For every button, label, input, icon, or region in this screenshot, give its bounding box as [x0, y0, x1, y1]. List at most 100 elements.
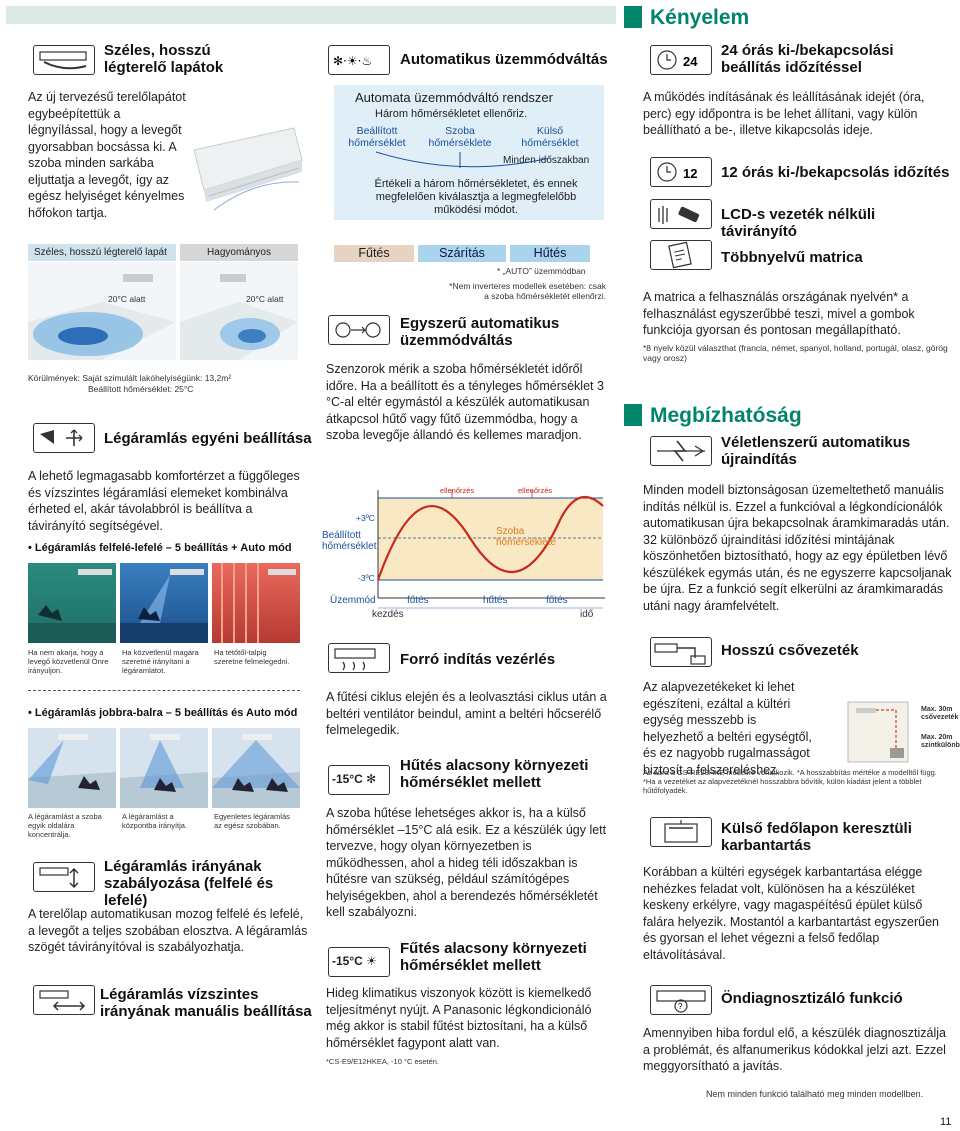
pipe-max30: Max. 30m csővezeték — [921, 706, 959, 721]
manual-horizontal-title: Légáramlás vízszintes irányának manuális… — [100, 986, 312, 1020]
sticker-icon — [650, 240, 712, 270]
low-heat-body: Hideg klimatikus viszonyok között is kie… — [326, 986, 592, 1050]
leftright-caption-1: A légáramlást a szoba egyik oldalára kon… — [28, 812, 102, 839]
timer-24-icon: 24 — [650, 45, 712, 75]
updown-caption-3: Ha tetőtől-talpig szeretne felmelegedni. — [214, 648, 290, 666]
updown-photo-1 — [28, 563, 116, 643]
low-temp-heat-icon: -15°C ☀ — [328, 947, 390, 977]
mode-dry: Szárítás — [418, 245, 506, 262]
svg-text:?: ? — [678, 1002, 683, 1011]
graph-plus3: +3ºC — [356, 513, 375, 523]
low-heat-title: Fűtés alacsony környezeti hőmérséklet me… — [400, 940, 587, 974]
room-temp-label: Szoba hőmérséklete — [428, 125, 492, 149]
comfort-marker — [624, 6, 642, 28]
leftright-photo-3 — [212, 728, 300, 808]
sticker-title: Többnyelvű matrica — [721, 249, 863, 266]
mode-cool: Hűtés — [510, 245, 590, 262]
reliability-marker — [624, 404, 642, 426]
updown-photo-3 — [212, 563, 300, 643]
updown-photo-2 — [120, 563, 208, 643]
updown-caption-1: Ha nem akarja, hogy a levegő közvetlenül… — [28, 648, 109, 675]
self-diagnosis-title: Öndiagnosztizáló funkció — [721, 990, 903, 1007]
wide-flap-icon — [33, 45, 95, 75]
low-temp-cool-icon: -15°C ✻ — [328, 765, 390, 795]
wide-flap-body: Az új tervezésű terelőlapátot egybeépíte… — [28, 90, 186, 220]
sticker-note: *8 nyelv közül választhat (francia, néme… — [643, 343, 948, 363]
auto-mode-note: * „AUTO” üzemmódban — [497, 266, 586, 276]
auto-swing-icon — [33, 862, 95, 892]
divider-line — [28, 690, 300, 691]
auto-switch-box-title: Automata üzemmódváltó rendszer — [355, 90, 553, 105]
auto-swing-title: Légáramlás irányának szabályozása (felfe… — [104, 858, 274, 909]
leftright-photo-1 — [28, 728, 116, 808]
timer-24-title: 24 órás ki-/bekapcsolási beállítás időzí… — [721, 42, 894, 76]
set-temp-label: Beállított hőmérséklet — [348, 125, 406, 149]
low-cool-body: A szoba hűtése lehetséges akkor is, ha a… — [326, 806, 607, 919]
airflow-individual-body: A lehető legmagasabb komfortérzet a függ… — [28, 469, 300, 533]
graph-time: idő — [580, 609, 594, 620]
lcd-remote-title: LCD-s vezeték nélküli távirányító — [721, 206, 876, 240]
below-20-left: 20°C alatt — [108, 294, 146, 304]
low-cool-title: Hűtés alacsony környezeti hőmérséklet me… — [400, 757, 589, 791]
auto-switch-box-sub: Három hőmérsékletet ellenőriz. — [375, 108, 528, 120]
restart-body: Minden modell biztonságosan üzemeltethet… — [643, 483, 952, 613]
updown-caption-2: Ha közvetlenül magára szeretné irányítan… — [122, 648, 199, 675]
graph-check-2: ellenőrzés — [518, 486, 553, 495]
pipe-max20: Max. 20m szintkülönbség — [921, 734, 960, 749]
svg-text:✻·☀·♨: ✻·☀·♨ — [333, 54, 372, 68]
graph-cool: hűtés — [483, 595, 508, 606]
long-pipe-body: Az alapvezetékeket ki lehet egészíteni, … — [643, 680, 812, 777]
hot-start-body: A fűtési ciklus elején és a leolvasztási… — [326, 690, 607, 737]
graph-start: kezdés — [372, 609, 404, 620]
footer-note: Nem minden funkció található meg minden … — [706, 1089, 924, 1099]
sticker-body: A matrica a felhasználás országának nyel… — [643, 290, 915, 337]
front-panel-title: Külső fedőlapon keresztüli karbantartás — [721, 820, 912, 854]
timer-12-title: 12 órás ki-/bekapcsolás időzítés — [721, 164, 950, 181]
graph-room-temp: Szoba hőmérséklete — [496, 526, 557, 548]
simple-auto-title: Egyszerű automatikus üzemmódváltás — [400, 315, 560, 349]
timer-12-icon: 12 — [650, 157, 712, 187]
simple-auto-body: Szenzorok mérik a szoba hőmérsékletét id… — [326, 362, 604, 442]
graph-set-temp: Beállított hőmérséklet — [322, 530, 377, 552]
always-label: Minden időszakban — [503, 155, 590, 166]
leftright-heading-text: Légáramlás jobbra-balra – 5 beállítás és… — [34, 707, 298, 719]
arrows-graphic — [375, 151, 551, 168]
ac-unit-image — [184, 120, 304, 220]
conditions-line-2: Beállított hőmérséklet: 25°C — [88, 384, 194, 394]
remote-icon — [650, 199, 712, 229]
updown-heading: • Légáramlás felfelé-lefelé – 5 beállítá… — [28, 542, 292, 554]
leftright-photo-2 — [120, 728, 208, 808]
inverter-note: *Nem inverteres modellek esetében: csak … — [449, 281, 606, 301]
tab-conventional: Hagyományos — [180, 244, 298, 261]
leftright-heading: • Légáramlás jobbra-balra – 5 beállítás … — [28, 707, 298, 719]
leftright-caption-2: A légáramlást a központba irányítja. — [122, 812, 188, 830]
self-diagnosis-body: Amennyiben hiba fordul elő, a készülék d… — [643, 1026, 946, 1073]
low-cool-icon-text: -15°C — [332, 772, 363, 786]
conventional-room-image — [180, 262, 298, 360]
auto-switch-title: Automatikus üzemmódváltás — [400, 51, 608, 68]
conditions-line-1: Körülmények: Saját szimulált lakóhelyisé… — [28, 373, 232, 383]
horizontal-swing-icon — [33, 985, 95, 1015]
comfort-header: Kényelem — [650, 6, 750, 29]
timer-24-icon-text: 24 — [683, 54, 698, 69]
restart-title: Véletlenszerű automatikus újraindítás — [721, 434, 911, 468]
low-heat-footnote: *CS-E9/E12HKEA, -10 °C esetén. — [326, 1057, 440, 1066]
long-pipe-title: Hosszú csővezeték — [721, 642, 859, 659]
airflow-direction-icon — [33, 423, 95, 453]
self-diagnosis-icon: ? — [650, 985, 712, 1015]
temperature-graph — [376, 490, 605, 609]
long-pipe-icon — [650, 637, 712, 667]
long-pipe-note: Az ábra a CS-RE28HKE modellre vonatkozik… — [643, 768, 937, 795]
auto-mode-icon: ✻·☀·♨ — [328, 45, 390, 75]
below-20-right: 20°C alatt — [246, 294, 284, 304]
auto-restart-icon — [650, 436, 712, 466]
top-band — [6, 6, 616, 24]
graph-check-1: ellenőrzés — [440, 486, 475, 495]
hot-start-icon — [328, 643, 390, 673]
simple-auto-icon — [328, 315, 390, 345]
hot-start-title: Forró indítás vezérlés — [400, 651, 556, 668]
graph-heat-2: fűtés — [546, 595, 568, 606]
airflow-individual-title: Légáramlás egyéni beállítása — [104, 430, 312, 447]
low-heat-icon-text: -15°C — [332, 954, 363, 968]
graph-heat-1: fűtés — [407, 595, 429, 606]
